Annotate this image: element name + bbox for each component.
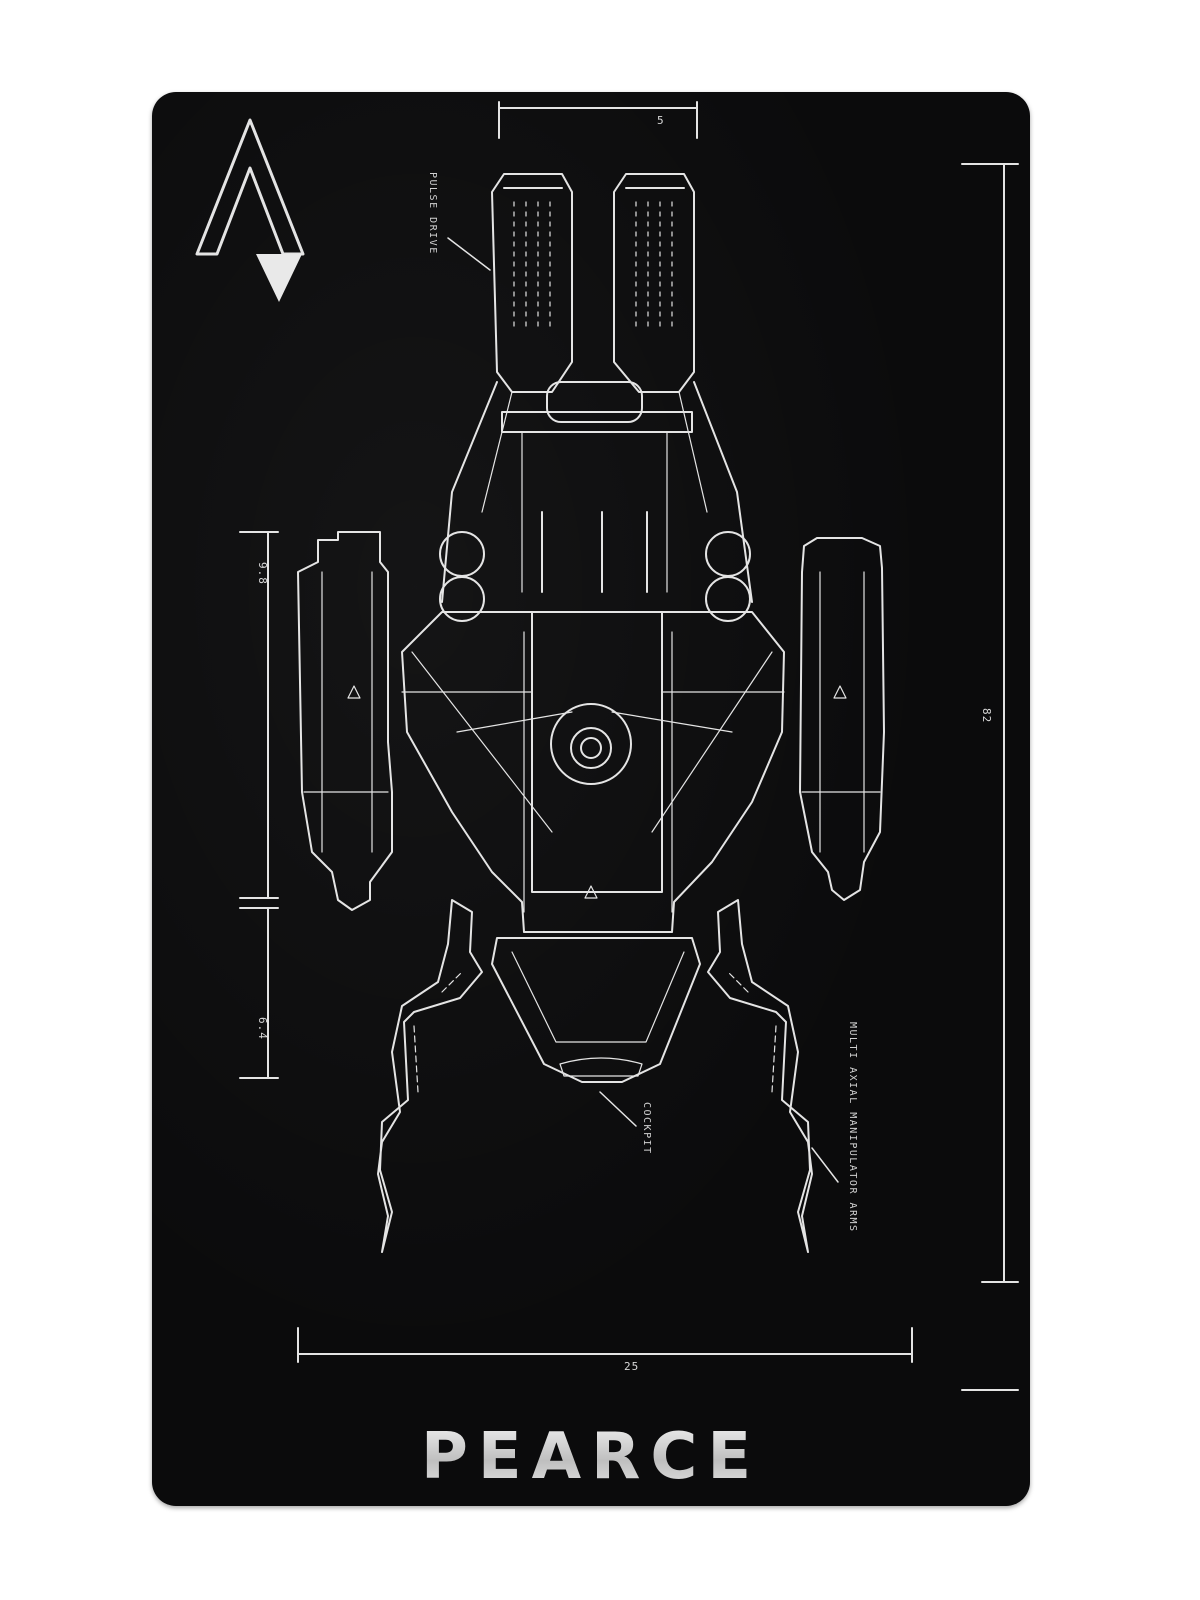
manipulator-arms (377, 899, 813, 1253)
dimension-line-top (498, 101, 698, 139)
dimension-label-top: 5 (657, 114, 665, 127)
dimension-label-left-lower: 6.4 (256, 1017, 269, 1040)
dimension-label-bottom: 25 (624, 1360, 640, 1373)
dimension-line-left (239, 531, 279, 1079)
dimension-line-bottom (297, 1327, 913, 1363)
dimension-label-left-upper: 9.8 (256, 562, 269, 585)
dimension-line-right (961, 163, 1019, 1391)
triangle-a-logo-icon (195, 118, 305, 302)
callout-leaders (447, 237, 839, 1183)
engraved-metal-card: 5 82 9.8 6.4 25 PULSE DRIVE COCKPIT MULT… (152, 92, 1030, 1506)
callout-pulse-drive: PULSE DRIVE (427, 172, 438, 255)
card-name-title: PEARCE (152, 1420, 1030, 1494)
ship-blueprint-drawing (195, 101, 1019, 1391)
callout-manipulator-arms: MULTI AXIAL MANIPULATOR ARMS (847, 1022, 858, 1233)
right-side-pod (799, 537, 885, 901)
upper-hull (441, 381, 753, 603)
central-body (401, 611, 785, 933)
cockpit (491, 937, 701, 1083)
callout-cockpit: COCKPIT (641, 1102, 652, 1155)
fuel-tanks (439, 531, 751, 622)
left-side-pod (297, 531, 393, 911)
dimension-label-right: 82 (980, 708, 993, 724)
pulse-drive-nacelles (491, 173, 695, 393)
